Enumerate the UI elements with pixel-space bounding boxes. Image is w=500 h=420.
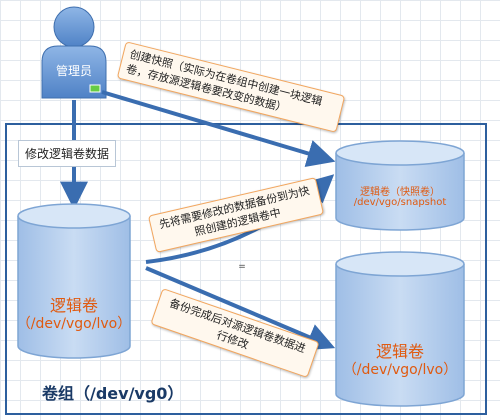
modify-data-label: 修改逻辑卷数据 [18,140,117,167]
admin-person-icon [41,6,107,99]
target-volume-name: 逻辑卷 [375,342,424,361]
target-volume-cylinder [335,251,465,407]
source-volume-cylinder [17,203,131,359]
snapshot-volume-cylinder [335,140,465,231]
volume-group-title: 卷组（/dev/vg0） [42,384,184,403]
volume-group-border [5,123,487,415]
target-volume-path: （/dev/vgo/lvo） [342,362,458,378]
arrow-source-to-target [145,266,336,351]
source-volume-path: （/dev/vgo/lvo） [16,316,132,332]
source-volume-name: 逻辑卷 [49,296,98,315]
equals-marker: = [238,262,246,272]
admin-label: 管理员 [55,64,92,78]
admin-badge [89,84,101,93]
arrow-admin-to-snapshot [101,90,336,168]
snapshot-volume-name: 逻辑卷（快照卷） [360,187,440,198]
snapshot-volume-path: /dev/vgo/snapshot [353,197,447,208]
